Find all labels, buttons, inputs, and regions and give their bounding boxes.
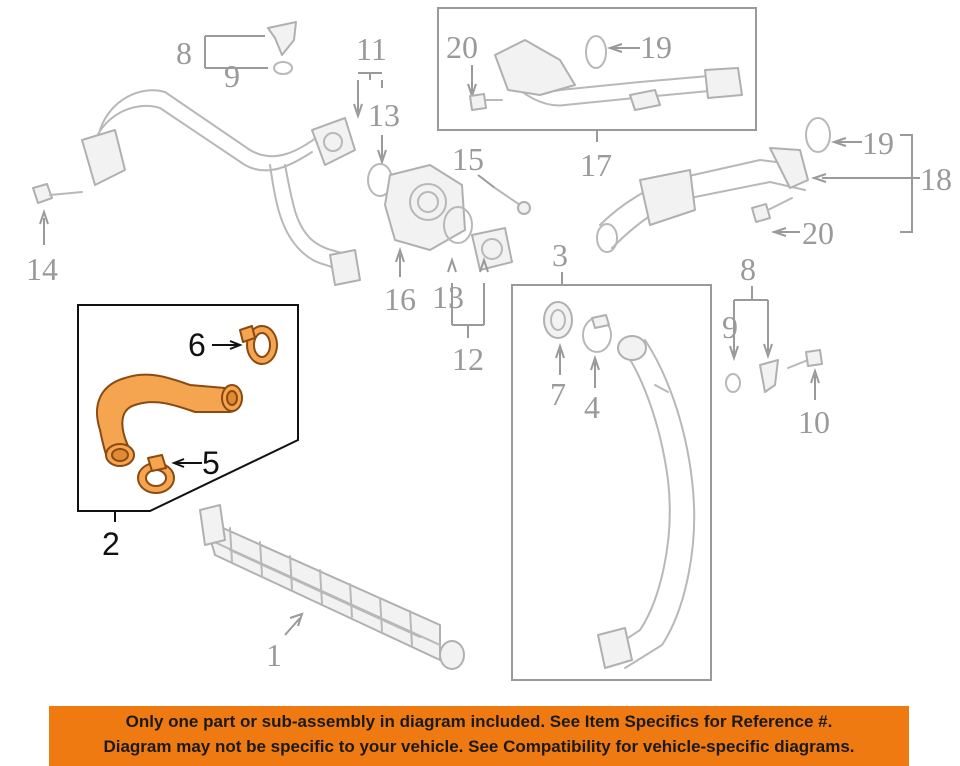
disclaimer-line-1: Only one part or sub-assembly in diagram… (125, 712, 833, 731)
callout-8-top: 8 (176, 35, 192, 71)
callout-1: 1 (266, 637, 282, 673)
clamp-5 (137, 454, 175, 494)
clamp-19-right (805, 117, 831, 153)
intake-pipe-18 (596, 147, 809, 253)
intercooler-hose-2 (96, 373, 243, 467)
turbo-pipe-assembly (81, 89, 361, 286)
callout-19-box: 19 (640, 29, 672, 65)
washer-9-right (725, 373, 741, 393)
callout-11: 11 (356, 31, 387, 67)
clamp-4 (582, 314, 612, 353)
callout-9-top: 9 (224, 58, 240, 94)
bolt-20-box (469, 93, 503, 111)
bracket-8-top (267, 21, 297, 56)
callout-7: 7 (550, 376, 566, 412)
bolt-20-right (751, 197, 793, 223)
callout-13-lower: 13 (432, 279, 464, 315)
callout-16: 16 (384, 281, 416, 317)
callout-2: 2 (102, 526, 120, 562)
disclaimer-banner: Only one part or sub-assembly in diagram… (49, 706, 909, 766)
bracket-8-right (759, 359, 779, 393)
clamp-6 (239, 325, 278, 365)
callout-17: 17 (580, 147, 612, 183)
callout-13-upper: 13 (368, 97, 400, 133)
washer-9-top (273, 61, 293, 75)
coupler-7 (543, 301, 573, 339)
intercooler-1 (199, 504, 465, 670)
callout-15: 15 (452, 141, 484, 177)
callout-18: 18 (920, 161, 952, 197)
hose-3 (597, 335, 696, 669)
bolt-15 (494, 187, 521, 206)
callout-4: 4 (584, 389, 600, 425)
callout-5: 5 (202, 445, 220, 481)
callout-8-right: 8 (740, 251, 756, 287)
callout-12: 12 (452, 341, 484, 377)
leader-8-9-top (204, 35, 268, 69)
callout-9-right: 9 (722, 309, 738, 345)
group-box-3 (511, 284, 712, 681)
callout-20-right: 20 (802, 215, 834, 251)
callout-20-box: 20 (446, 29, 478, 65)
bolt-10 (787, 349, 823, 369)
callout-3: 3 (552, 237, 568, 273)
clamp-19-box (585, 35, 607, 69)
disclaimer-line-2: Diagram may not be specific to your vehi… (103, 737, 855, 756)
gasket-13-lower (443, 206, 473, 244)
callout-6: 6 (188, 327, 206, 363)
flange-12 (471, 227, 513, 271)
bolt-14 (32, 183, 83, 204)
tube-17 (494, 39, 743, 111)
group-box-2 (77, 304, 299, 512)
callout-10: 10 (798, 404, 830, 440)
callout-19-right: 19 (862, 125, 894, 161)
callout-14: 14 (26, 251, 58, 287)
